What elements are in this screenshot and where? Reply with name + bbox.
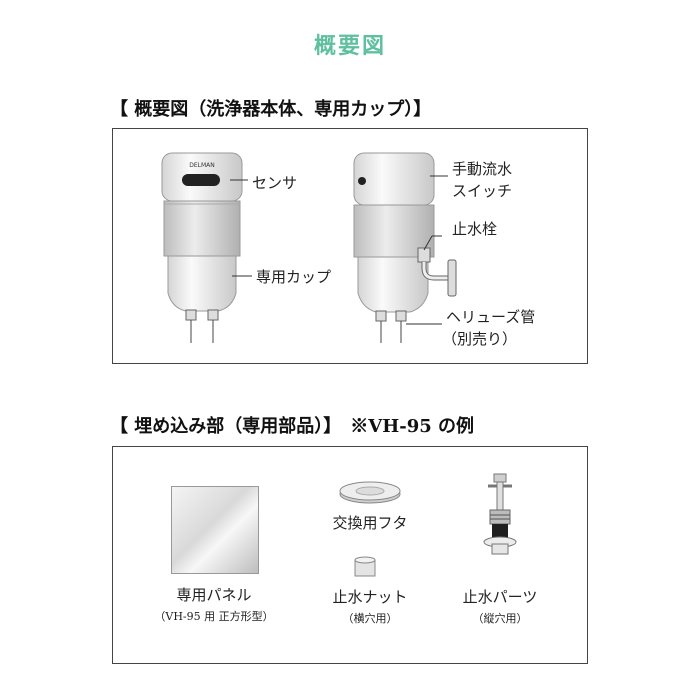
overview-diagram: DELMAN (161, 152, 457, 343)
side-unit (353, 152, 457, 343)
cover-image (339, 481, 401, 504)
brand-logo-text: DELMAN (189, 162, 215, 169)
label-manual-switch-1: 手動流水 (452, 160, 513, 178)
label-flex-pipe: ヘリューズ管 (446, 308, 536, 326)
label-nut: 止水ナット (332, 588, 408, 606)
section-heading-embedded: 【 埋め込み部（専用部品）】 ※VH-95 の例 (110, 416, 475, 437)
label-panel: 専用パネル (176, 586, 252, 604)
label-cup: 専用カップ (256, 268, 332, 286)
label-stop-valve: 止水栓 (452, 220, 498, 238)
embedded-frame (112, 446, 588, 664)
front-unit: DELMAN (161, 152, 252, 343)
label-parts: 止水パーツ (462, 588, 538, 606)
page-title: 概要図 (313, 34, 386, 59)
label-flex-pipe-note: （別売り） (442, 330, 518, 348)
brand-logo: DELMAN (189, 162, 215, 169)
label-manual-switch-2: スイッチ (452, 182, 513, 200)
label-sensor: センサ (252, 174, 298, 192)
stop-valve-shape (417, 247, 431, 263)
label-parts-note: （縦穴用） (472, 612, 528, 625)
parts-image (483, 473, 517, 555)
sensor-window (182, 174, 220, 186)
section-heading-overview: 【 概要図（洗浄器本体、専用カップ）】 (110, 99, 432, 120)
label-cover: 交換用フタ (332, 514, 408, 532)
nut-image (354, 556, 376, 577)
label-panel-note: （VH-95 用 正方形型） (154, 610, 274, 623)
cup-shape (167, 255, 237, 312)
label-nut-note: （横穴用） (342, 612, 398, 625)
panel-image (171, 486, 259, 574)
overview-frame (112, 128, 588, 364)
manual-switch-button (358, 177, 366, 185)
